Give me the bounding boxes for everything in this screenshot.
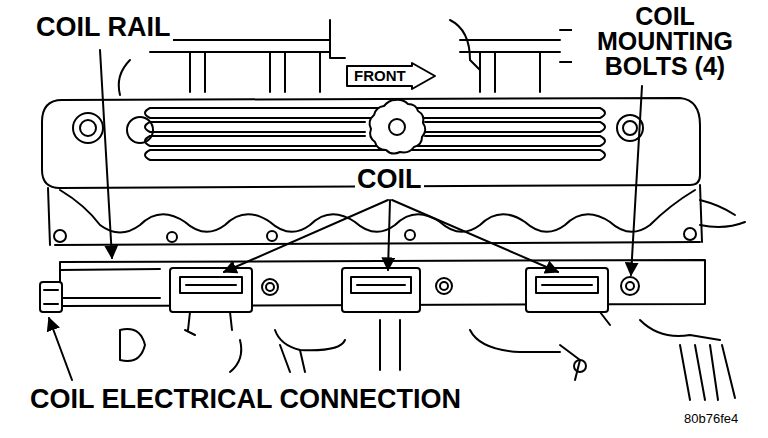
fuel-rail — [119, 20, 610, 95]
direction-label: FRONT — [346, 62, 436, 89]
oil-filler-cap — [370, 100, 426, 154]
arrow-shape — [347, 63, 435, 89]
part-name: COIL ELECTRICAL CONNECTION — [28, 384, 463, 415]
part-name: COIL MOUNTING BOLTS (4) — [572, 4, 758, 79]
coil-rail — [40, 260, 705, 312]
direction-arrow: FRONT — [346, 62, 436, 90]
part-name: COIL — [355, 164, 424, 195]
part-name: COIL RAIL — [34, 12, 173, 43]
ignition-coil — [170, 268, 610, 335]
figure-code: 80b76fe4 — [682, 412, 740, 427]
leader-line — [49, 50, 642, 380]
